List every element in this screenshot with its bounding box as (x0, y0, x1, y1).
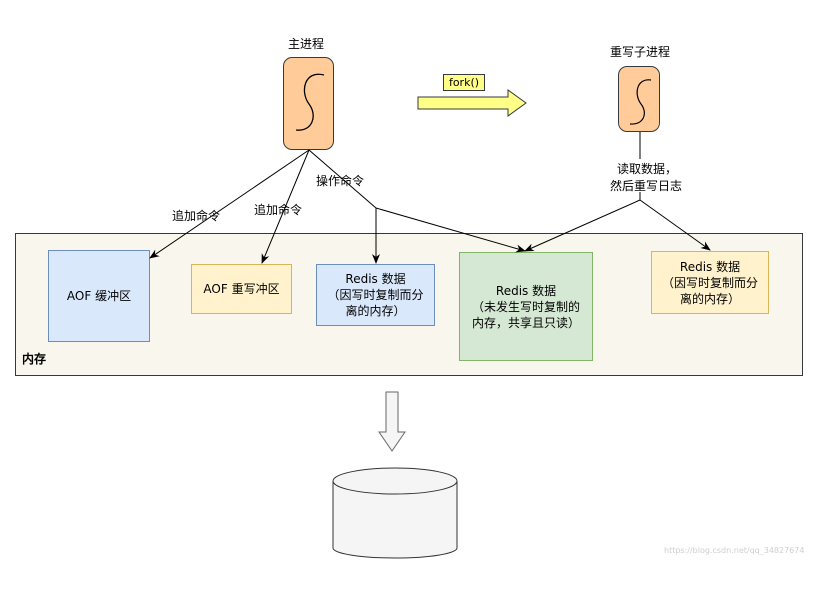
aof-rewrite-buffer-box: AOF 重写冲区 (191, 264, 292, 314)
edge-child-redis-child (639, 199, 711, 251)
redis-data-main-line3: 离的内存） (345, 304, 406, 318)
redis-data-main-line2: （因写时复制而分 (327, 288, 424, 302)
edge-child-redis-shared (524, 199, 641, 252)
append-command-label-2: 追加命令 (254, 201, 303, 218)
redis-data-child-box: Redis 数据 （因写时复制而分 离的内存） (651, 251, 769, 314)
main-process-curve (295, 73, 325, 131)
read-data-label-line1: 读取数据， (617, 160, 678, 177)
edge-append-aof-buffer (149, 149, 310, 259)
redis-data-child-line2: （因写时复制而分 (661, 275, 758, 290)
memory-label: 内存 (22, 352, 47, 366)
redis-data-main-line1: Redis 数据 (345, 272, 406, 286)
down-arrow (378, 391, 406, 452)
aof-buffer-box: AOF 缓冲区 (48, 250, 150, 342)
edge-append-rewrite-buffer (261, 149, 310, 264)
aof-buffer-label: AOF 缓冲区 (66, 289, 132, 303)
redis-data-shared-line2: （未发生写时复制的 (471, 299, 580, 314)
aof-rewrite-buffer-label: AOF 重写冲区 (203, 282, 280, 296)
watermark: https://blog.csdn.net/qq_34827674 (664, 546, 805, 555)
rewrite-process-label: 重写子进程 (610, 45, 671, 59)
read-data-label-line2: 然后重写日志 (610, 177, 683, 194)
redis-data-main-box: Redis 数据 （因写时复制而分 离的内存） (316, 264, 435, 326)
rewrite-process-shape (618, 66, 660, 132)
rewrite-process-curve (629, 79, 652, 125)
fork-arrow (417, 89, 527, 117)
edge-operate-redis-shared (375, 207, 526, 253)
redis-data-shared-box: Redis 数据 （未发生写时复制的 内存，共享且只读） (459, 252, 593, 361)
redis-data-shared-line3: 内存，共享且只读） (471, 315, 580, 330)
edge-operate-path (308, 149, 377, 209)
redis-data-child-line1: Redis 数据 (679, 259, 741, 274)
main-process-label: 主进程 (288, 37, 325, 51)
append-command-label-1: 追加命令 (172, 207, 221, 224)
redis-data-child-line3: 离的内存） (679, 291, 740, 306)
redis-data-shared-line1: Redis 数据 (495, 283, 557, 298)
fork-label: fork() (443, 74, 485, 91)
disk-cylinder (332, 467, 458, 559)
operate-command-label: 操作命令 (316, 172, 365, 189)
